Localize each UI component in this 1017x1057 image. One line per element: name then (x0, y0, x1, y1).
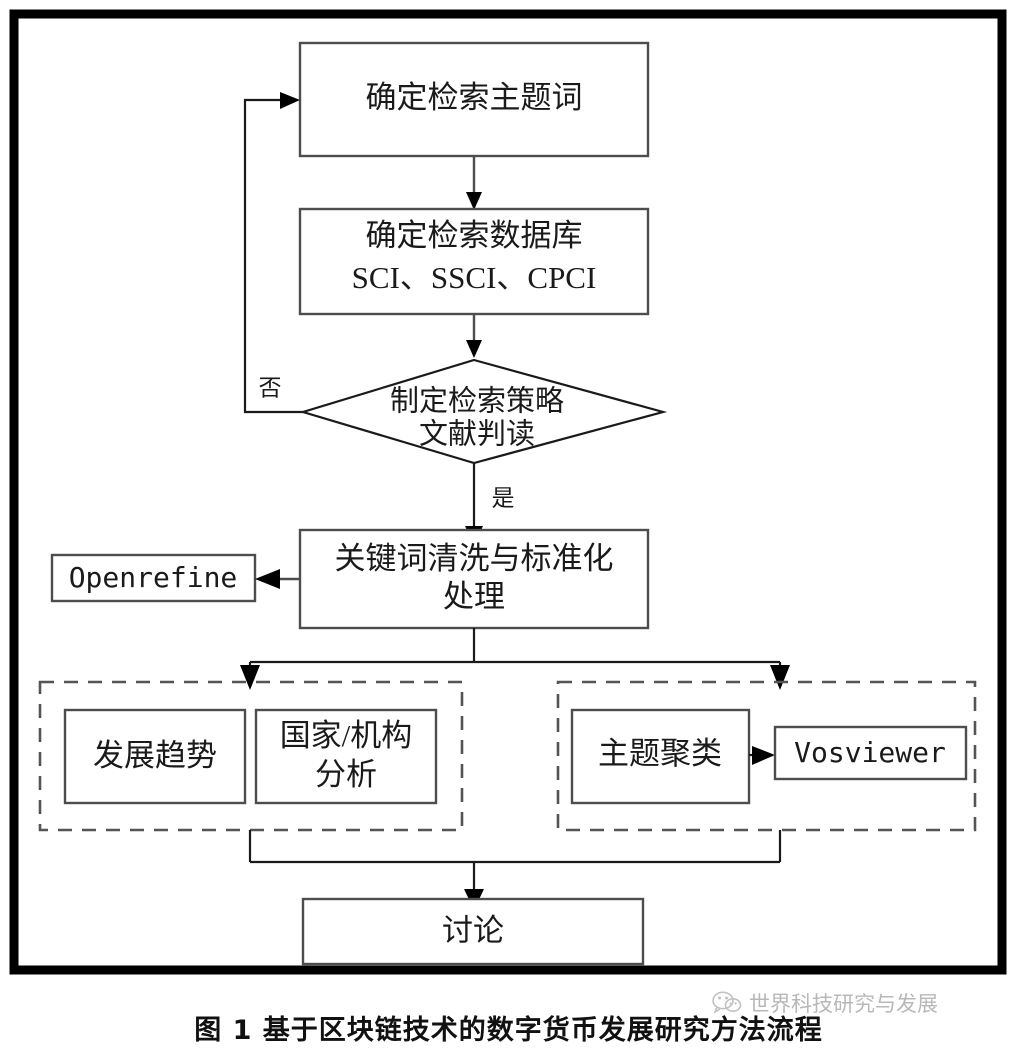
node-keyword-cleaning-label-line1: 关键词清洗与标准化 (335, 541, 614, 576)
node-openrefine-box[interactable] (50, 553, 257, 603)
edge-decision-no-feedback (243, 98, 303, 414)
arrow-head-split-to-left-group (240, 665, 260, 690)
arrow-head-split-to-right-group (770, 665, 790, 690)
edge-label-decision-no: 否 (259, 375, 282, 400)
arrow-head-database-to-decision (466, 340, 482, 358)
node-topic-cluster-label: 主题聚类 (598, 736, 722, 771)
node-databases-label-line1: 确定检索数据库 (366, 218, 583, 253)
node-topic-cluster-box[interactable] (570, 708, 751, 805)
node-trend-label: 发展趋势 (93, 738, 217, 773)
edge-label-decision-yes: 是 (492, 485, 515, 510)
arrow-head-cluster-to-vosviewer (752, 746, 775, 765)
node-vosviewer-label: Vosviewer (794, 736, 946, 769)
node-country-org-label-line1: 国家/机构 (280, 718, 413, 753)
node-discussion-label: 讨论 (442, 913, 504, 948)
node-openrefine-label: Openrefine (69, 561, 238, 594)
node-country-org-label-line2: 分析 (315, 757, 377, 792)
node-search-terms-label: 确定检索主题词 (366, 80, 583, 115)
group-right-dashed-container (556, 680, 977, 832)
figure-caption: 图 1 基于区块链技术的数字货币发展研究方法流程 (194, 1015, 823, 1046)
figure-frame (9, 9, 1007, 975)
node-vosviewer-box[interactable] (773, 725, 968, 781)
arrow-head-feedback-to-search (280, 92, 300, 109)
node-decision-label-line2: 文献判读 (419, 418, 535, 451)
node-decision-label-line1: 制定检索策略 (390, 385, 564, 418)
node-country-org-box[interactable] (254, 708, 438, 805)
node-databases-box[interactable] (298, 207, 650, 316)
node-keyword-cleaning-label-line2: 处理 (443, 579, 505, 614)
arrow-head-cleaning-to-openrefine (255, 569, 280, 589)
node-trend-box[interactable] (63, 708, 247, 805)
node-discussion-box[interactable] (301, 897, 645, 966)
node-databases-label-line2: SCI、SSCI、CPCI (352, 260, 597, 295)
arrow-head-search-to-database (466, 192, 482, 210)
